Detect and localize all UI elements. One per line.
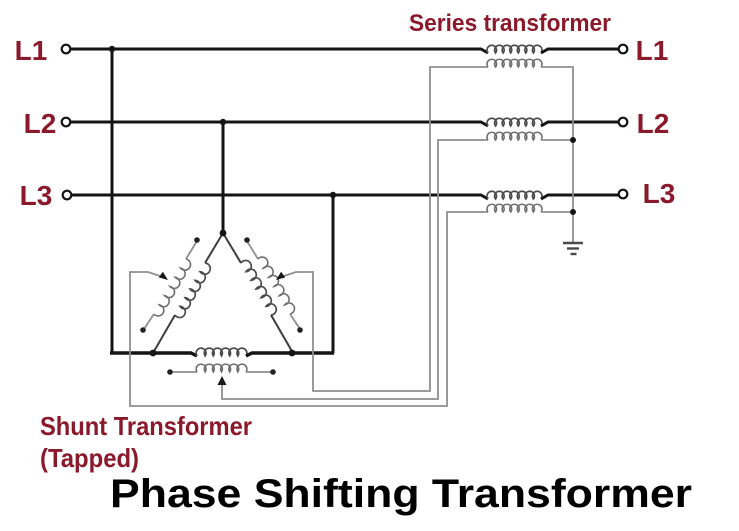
delta-right-leg-lower	[270, 314, 294, 354]
power-line-l2	[60, 116, 629, 128]
secondary-right-bottom-terminal	[297, 327, 303, 333]
shunt-transformer-label-line1: Shunt Transformer	[40, 411, 252, 441]
delta-left-leg-upper	[204, 232, 224, 264]
label-l1-right: L1	[636, 35, 669, 66]
series-coil-l2-primary	[486, 117, 543, 128]
delta-bottom-left-junction	[149, 349, 157, 357]
secondary-right-coil	[257, 256, 296, 315]
junction-l1	[108, 45, 116, 53]
terminal-l2-left	[60, 116, 72, 128]
terminal-l2-right	[617, 116, 629, 128]
delta-bottom-right-wire	[245, 351, 334, 358]
terminal-l3-left	[61, 189, 73, 201]
labels: L1 L2 L3 L1 L2 L3 Series transformer Shu…	[15, 10, 692, 516]
delta-bottom-primary-coil	[195, 347, 248, 358]
secondary-right-top-lead	[246, 240, 259, 260]
l2-line-right-segment	[540, 120, 619, 128]
ground-rail-junction-l2	[570, 137, 576, 143]
label-l3-left: L3	[20, 180, 53, 211]
ground-rail-junction-l3	[570, 209, 576, 215]
l3-line-left-segment	[72, 193, 489, 201]
secondary-left-bottom-terminal	[140, 327, 146, 333]
shunt-secondary-bottom	[167, 363, 276, 375]
delta-feeders	[108, 45, 337, 353]
delta-apex-junction	[219, 229, 227, 237]
power-line-l3	[61, 188, 629, 201]
series-coil-l2-secondary	[486, 131, 543, 142]
series-coil-l1-primary	[486, 44, 543, 55]
shunt-secondary-left	[140, 237, 200, 333]
tap-route-right-to-l1	[283, 66, 488, 392]
tap-routing	[129, 66, 488, 407]
l2-line-left-segment	[71, 120, 489, 128]
delta-right-primary-coil	[240, 259, 278, 316]
secondary-bottom-coil	[195, 363, 248, 374]
tap-arrow-right-icon	[276, 271, 286, 280]
secondary-right-top-terminal	[244, 237, 250, 243]
junction-l3	[329, 191, 337, 199]
secondary-right-bottom-lead	[289, 313, 301, 330]
tap-route-left-to-l3	[129, 211, 488, 407]
secondary-left-top-lead	[185, 240, 198, 260]
delta-bottom-left-wire	[110, 351, 198, 358]
delta-left-primary-coil	[174, 262, 212, 319]
secondary-bottom-left-terminal	[167, 369, 173, 375]
shunt-transformer-delta	[110, 229, 334, 375]
label-l2-left: L2	[24, 108, 57, 139]
tap-arrow-left-icon	[158, 271, 168, 280]
l3-line-right-segment	[540, 193, 619, 201]
l1-line-right-segment	[540, 47, 619, 55]
l1-line-left-segment	[71, 47, 489, 55]
series-coil-l3-primary	[486, 190, 543, 201]
series-transformer-label: Series transformer	[409, 10, 611, 37]
secondary-l1-right-lead-and-ground-rail	[541, 66, 574, 242]
series-coil-l3-secondary	[486, 203, 543, 214]
tap-arrow-bottom-icon	[217, 376, 227, 385]
ground-symbol	[563, 241, 583, 256]
delta-right-leg-upper	[222, 232, 242, 264]
tap-route-bottom-to-l2	[221, 139, 488, 400]
series-transformer-secondaries	[486, 58, 576, 242]
terminal-l1-left	[60, 43, 72, 55]
delta-left-leg-lower	[152, 314, 176, 354]
secondary-left-bottom-lead	[143, 313, 155, 330]
label-l3-right: L3	[643, 178, 676, 209]
terminal-l1-right	[617, 43, 629, 55]
delta-bottom-right-junction	[288, 349, 296, 357]
secondary-left-top-terminal	[194, 237, 200, 243]
secondary-left-coil	[153, 258, 192, 317]
page-title: Phase Shifting Transformer	[110, 472, 692, 516]
junction-l2	[219, 118, 227, 126]
power-line-l1	[60, 43, 629, 55]
shunt-secondary-right	[244, 237, 303, 333]
series-coil-l1-secondary	[486, 58, 543, 69]
shunt-transformer-label-line2: (Tapped)	[40, 443, 139, 473]
label-l1-left: L1	[15, 35, 48, 66]
terminal-l3-right	[617, 188, 629, 200]
label-l2-right: L2	[637, 108, 670, 139]
secondary-bottom-right-terminal	[270, 369, 276, 375]
